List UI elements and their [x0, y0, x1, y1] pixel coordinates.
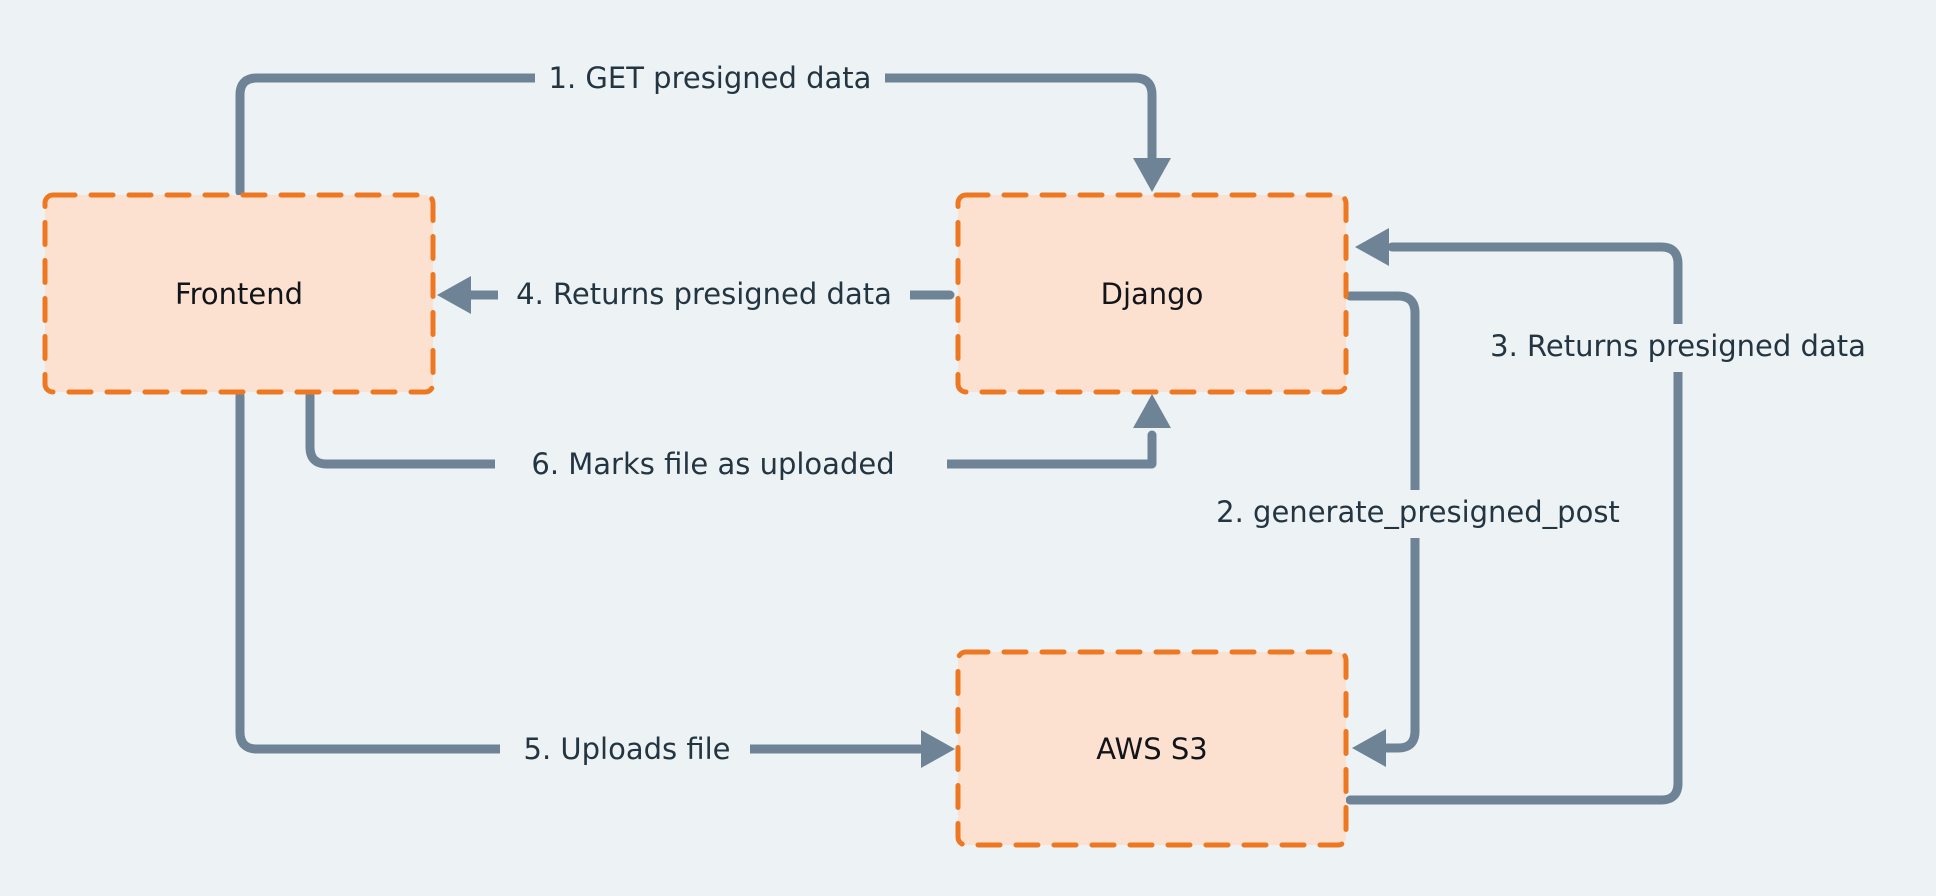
node-django-box[interactable] — [955, 192, 1349, 395]
node-frontend-label: Frontend — [175, 277, 303, 311]
edge-step-4-label: 4. Returns presigned data — [516, 277, 892, 311]
edge-step-1-arrowhead — [1133, 158, 1171, 192]
edge-step-5-label-bg — [500, 727, 750, 773]
edge-step-2: 2. generate_presigned_post — [1190, 291, 1650, 767]
edge-step-3: 3. Returns presigned data — [1345, 228, 1890, 805]
edge-step-5-arrowhead — [921, 730, 955, 768]
edge-step-4-label-bg — [498, 273, 910, 317]
edge-step-5-label: 5. Uploads file — [524, 732, 731, 766]
edge-step-5-path — [235, 391, 925, 754]
edge-step-6-arrowhead — [1133, 394, 1171, 428]
node-aws-s3[interactable]: AWS S3 — [955, 649, 1349, 848]
node-frontend[interactable]: Frontend — [42, 192, 436, 395]
edge-step-6: 6. Marks file as uploaded — [305, 391, 1171, 488]
edge-step-4: 4. Returns presigned data — [437, 273, 955, 317]
edge-step-1: 1. GET presigned data — [235, 56, 1171, 197]
edge-step-6-label: 6. Marks file as uploaded — [531, 447, 894, 481]
edge-step-6-label-bg — [495, 442, 947, 488]
edge-step-1-label: 1. GET presigned data — [549, 61, 872, 95]
edge-step-3-arrowhead — [1355, 228, 1389, 266]
edge-step-4-arrowhead — [437, 276, 471, 314]
node-frontend-box[interactable] — [42, 192, 436, 395]
edge-step-6-path — [305, 391, 1157, 469]
node-django-label: Django — [1101, 277, 1204, 311]
edge-step-3-path — [1345, 242, 1683, 805]
node-aws-s3-label: AWS S3 — [1096, 732, 1207, 766]
node-aws-s3-box[interactable] — [955, 649, 1349, 848]
node-django[interactable]: Django — [955, 192, 1349, 395]
edge-step-1-label-bg — [535, 56, 885, 100]
edge-step-2-label: 2. generate_presigned_post — [1216, 495, 1620, 529]
edge-step-5: 5. Uploads file — [235, 391, 955, 773]
edge-step-2-arrowhead — [1352, 729, 1386, 767]
edge-step-3-label: 3. Returns presigned data — [1490, 329, 1866, 363]
edge-step-2-label-bg — [1190, 490, 1650, 538]
edge-step-3-label-bg — [1470, 324, 1890, 372]
